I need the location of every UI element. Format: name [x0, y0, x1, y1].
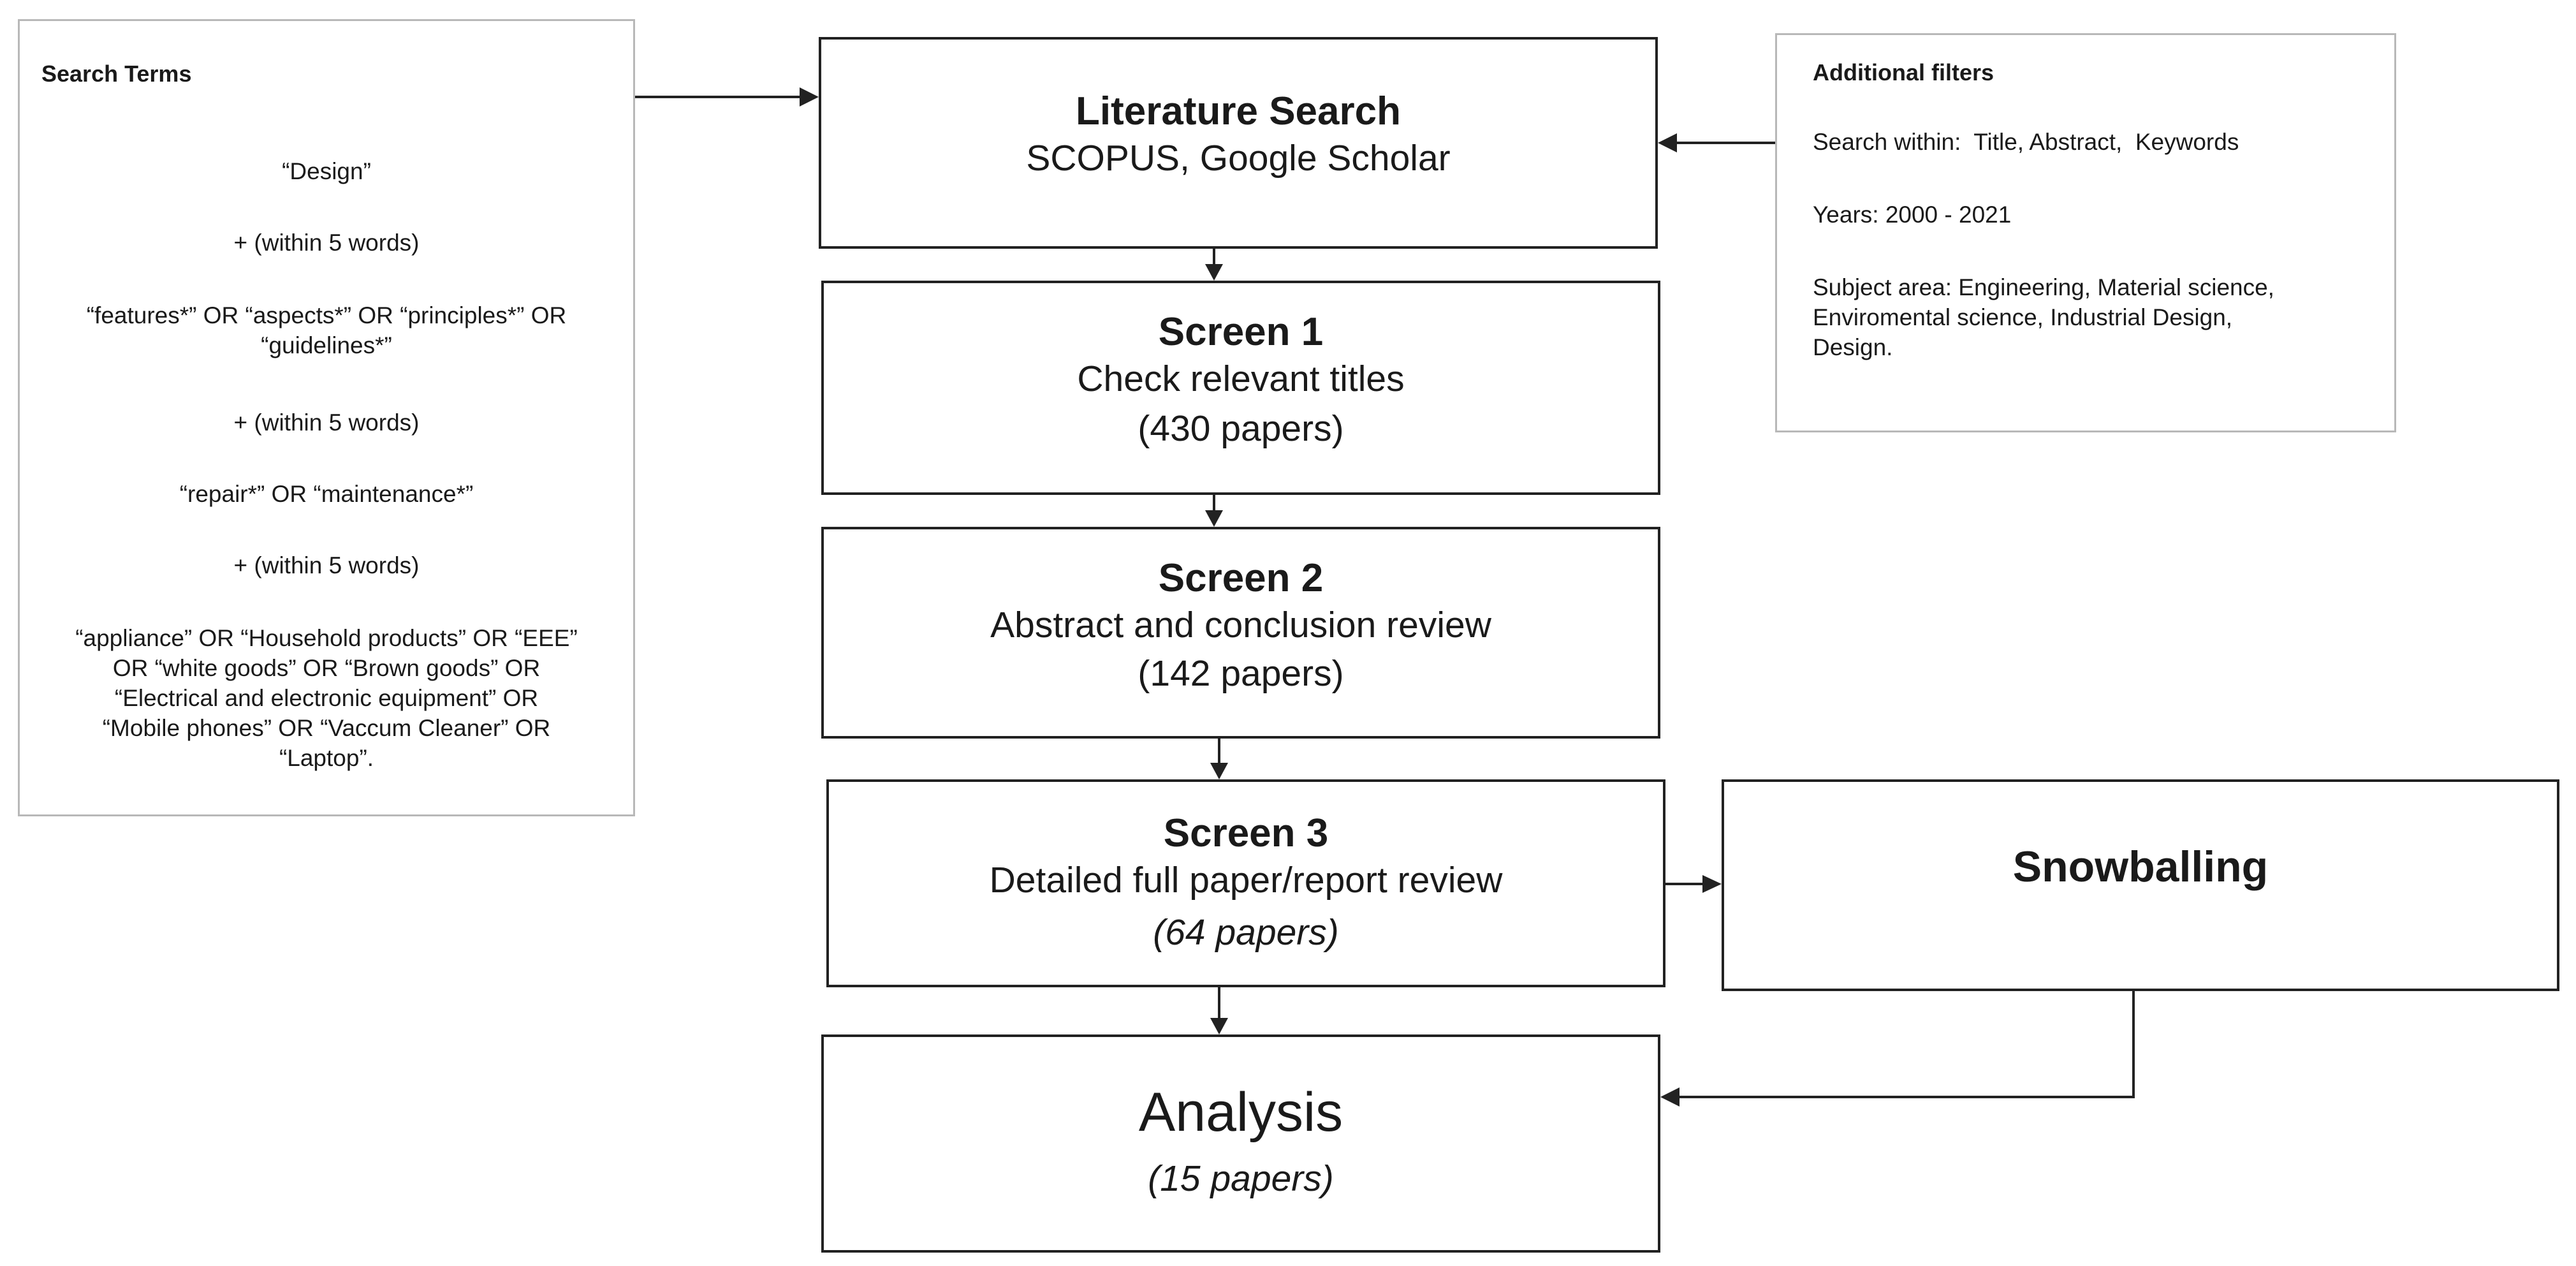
screen3-description: Detailed full paper/report review	[989, 860, 1503, 901]
search-terms-title: Search Terms	[41, 61, 192, 87]
screen2-title: Screen 2	[1158, 556, 1324, 600]
arrowhead	[1205, 264, 1223, 281]
search-term-line: + (within 5 words)	[233, 409, 420, 436]
arrowhead	[1205, 510, 1223, 527]
literature-search-title: Literature Search	[1076, 89, 1401, 133]
screen2-description: Abstract and conclusion review	[990, 605, 1491, 645]
analysis-count: (15 papers)	[1148, 1158, 1334, 1199]
search-terms-box: Search Terms “Design” + (within 5 words)…	[18, 19, 635, 816]
search-term-line: + (within 5 words)	[233, 230, 420, 256]
screen3-title: Screen 3	[1163, 811, 1329, 855]
analysis-box: Analysis (15 papers)	[821, 1034, 1660, 1253]
filter-line: Subject area: Engineering, Material scie…	[1813, 274, 2274, 360]
arrowhead	[800, 87, 819, 107]
analysis-title: Analysis	[1138, 1082, 1343, 1143]
screen3-count: (64 papers)	[1153, 912, 1339, 953]
arrowhead	[1210, 763, 1228, 779]
filter-line: Years: 2000 - 2021	[1813, 202, 2012, 228]
search-term-line: “repair*” OR “maintenance*”	[179, 481, 474, 507]
additional-filters-box: Additional filters Search within: Title,…	[1775, 33, 2396, 432]
search-term-line: + (within 5 words)	[233, 552, 420, 578]
screen2-count: (142 papers)	[1138, 653, 1344, 694]
literature-search-box: Literature Search SCOPUS, Google Scholar	[819, 37, 1658, 249]
screen1-count: (430 papers)	[1138, 408, 1344, 449]
arrowhead	[1702, 875, 1722, 893]
search-term-line: “appliance” OR “Household products” OR “…	[75, 625, 578, 771]
literature-search-subtitle: SCOPUS, Google Scholar	[1026, 138, 1451, 179]
screen3-box: Screen 3 Detailed full paper/report revi…	[826, 779, 1665, 987]
arrow-snowballing-to-analysis	[1674, 991, 2135, 1098]
snowballing-title: Snowballing	[2012, 843, 2269, 891]
search-term-line: “Design”	[282, 158, 371, 184]
screen2-box: Screen 2 Abstract and conclusion review …	[821, 527, 1660, 739]
snowballing-box: Snowballing	[1722, 779, 2559, 991]
screen1-box: Screen 1 Check relevant titles (430 pape…	[821, 281, 1660, 495]
arrowhead	[1658, 133, 1677, 152]
arrowhead	[1660, 1087, 1680, 1107]
filter-line: Search within: Title, Abstract, Keywords	[1813, 129, 2239, 155]
screen1-description: Check relevant titles	[1077, 358, 1405, 399]
screen1-title: Screen 1	[1158, 310, 1324, 354]
search-term-line: “features*” OR “aspects*” OR “principles…	[86, 302, 567, 358]
arrowhead	[1210, 1018, 1228, 1034]
additional-filters-title: Additional filters	[1813, 59, 1994, 85]
